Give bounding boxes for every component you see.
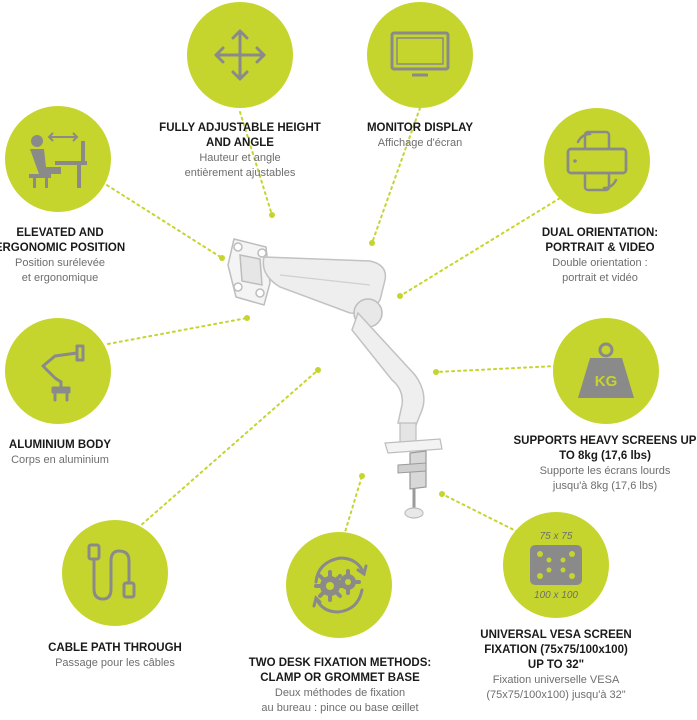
- gears-icon: [312, 556, 368, 614]
- feature-cable-label: CABLE PATH THROUGH Passage pour les câbl…: [25, 641, 205, 671]
- vesa-plate-icon: 75 x 75 100 x 100: [530, 531, 582, 601]
- feature-subtitle-line: au bureau : pince ou base œillet: [261, 702, 419, 714]
- weight-kg-icon: KG: [578, 342, 634, 398]
- feature-subtitle-line: et ergonomique: [21, 272, 99, 284]
- connector-dot: [433, 369, 439, 375]
- feature-cable-circle: [62, 520, 168, 626]
- connector-dot: [369, 240, 375, 246]
- feature-subtitle-line: portrait et vidéo: [562, 272, 638, 284]
- monitor-arm-icon: [41, 344, 85, 402]
- feature-monitor-circle: [367, 2, 473, 108]
- connector-dot: [315, 367, 321, 373]
- feature-subtitle-line: Fixation universelle VESA: [492, 674, 620, 686]
- connector-dot: [269, 212, 275, 218]
- feature-subtitle-line: Corps en aluminium: [11, 454, 109, 466]
- connector-dot: [219, 255, 225, 261]
- feature-subtitle-line: Position surélevée: [15, 257, 105, 269]
- feature-weight-label: SUPPORTS HEAVY SCREENS UP TO 8kg (17,6 l…: [505, 434, 697, 494]
- feature-title-line: SUPPORTS HEAVY SCREENS UP: [513, 435, 697, 447]
- feature-title-line: TO 8kg (17,6 lbs): [559, 450, 651, 462]
- feature-subtitle-line: Affichage d'écran: [377, 137, 463, 149]
- feature-ergonomic-circle: [5, 106, 111, 212]
- feature-subtitle-line: entièrement ajustables: [184, 167, 296, 179]
- feature-title-line: UP TO 32": [527, 659, 585, 671]
- feature-monitor-label: MONITOR DISPLAY Affichage d'écran: [330, 121, 510, 151]
- feature-title-line: AND ANGLE: [206, 137, 274, 149]
- feature-subtitle-line: Supporte les écrans lourds: [539, 465, 671, 477]
- feature-subtitle-line: Double orientation :: [552, 257, 648, 269]
- monitor-arm-product-image: [227, 238, 443, 519]
- feature-aluminium-label: ALUMINIUM BODY Corps en aluminium: [0, 438, 150, 468]
- cable-icon: [87, 543, 136, 601]
- feature-subtitle-line: jusqu'à 8kg (17,6 lbs): [552, 480, 658, 492]
- weight-kg-text: KG: [595, 373, 618, 390]
- feature-title-line: CLAMP OR GROMMET BASE: [260, 672, 420, 684]
- feature-ergonomic-label: ELEVATED AND ERGONOMIC POSITION Position…: [0, 226, 160, 286]
- feature-subtitle-line: Hauteur et angle: [199, 152, 281, 164]
- feature-vesa-circle: 75 x 75 100 x 100: [503, 512, 609, 618]
- feature-subtitle-line: Deux méthodes de fixation: [274, 687, 406, 699]
- connector-dot: [359, 473, 365, 479]
- feature-adjustable-label: FULLY ADJUSTABLE HEIGHT AND ANGLE Hauteu…: [140, 121, 340, 181]
- feature-title-line: ERGONOMIC POSITION: [0, 242, 126, 254]
- feature-title-line: FIXATION (75x75/100x100): [484, 644, 628, 656]
- feature-title-line: CABLE PATH THROUGH: [48, 642, 182, 654]
- feature-adjustable-circle: [187, 2, 293, 108]
- connector-dot: [397, 293, 403, 299]
- feature-title-line: DUAL ORIENTATION:: [541, 227, 659, 239]
- connector-dot: [244, 315, 250, 321]
- feature-title-line: ELEVATED AND: [16, 227, 104, 239]
- feature-title-line: TWO DESK FIXATION METHODS:: [248, 657, 432, 669]
- feature-title-line: MONITOR DISPLAY: [366, 122, 474, 134]
- four-way-arrows-icon: [214, 29, 266, 81]
- vesa-large-size-text: 100 x 100: [534, 590, 578, 601]
- feature-fixation-label: TWO DESK FIXATION METHODS: CLAMP OR GROM…: [230, 656, 450, 716]
- monitor-icon: [390, 31, 450, 77]
- feature-title-line: FULLY ADJUSTABLE HEIGHT: [159, 122, 321, 134]
- feature-subtitle-line: (75x75/100x100) jusqu'à 32": [486, 689, 626, 701]
- feature-title-line: PORTRAIT & VIDEO: [545, 242, 655, 254]
- feature-vesa-label: UNIVERSAL VESA SCREEN FIXATION (75x75/10…: [456, 628, 656, 703]
- vesa-plate: [227, 238, 271, 306]
- feature-fixation-circle: [286, 532, 392, 638]
- feature-title-line: ALUMINIUM BODY: [8, 439, 112, 451]
- feature-title-line: UNIVERSAL VESA SCREEN: [480, 629, 632, 641]
- feature-orientation-circle: [544, 108, 650, 214]
- rotate-phone-icon: [566, 130, 628, 192]
- feature-subtitle-line: Passage pour les câbles: [55, 657, 175, 669]
- connector-dot: [439, 491, 445, 497]
- feature-weight-circle: KG: [553, 318, 659, 424]
- feature-aluminium-circle: [5, 318, 111, 424]
- vesa-small-size-text: 75 x 75: [540, 531, 573, 542]
- ergonomic-desk-icon: [29, 132, 87, 188]
- feature-orientation-label: DUAL ORIENTATION: PORTRAIT & VIDEO Doubl…: [500, 226, 697, 286]
